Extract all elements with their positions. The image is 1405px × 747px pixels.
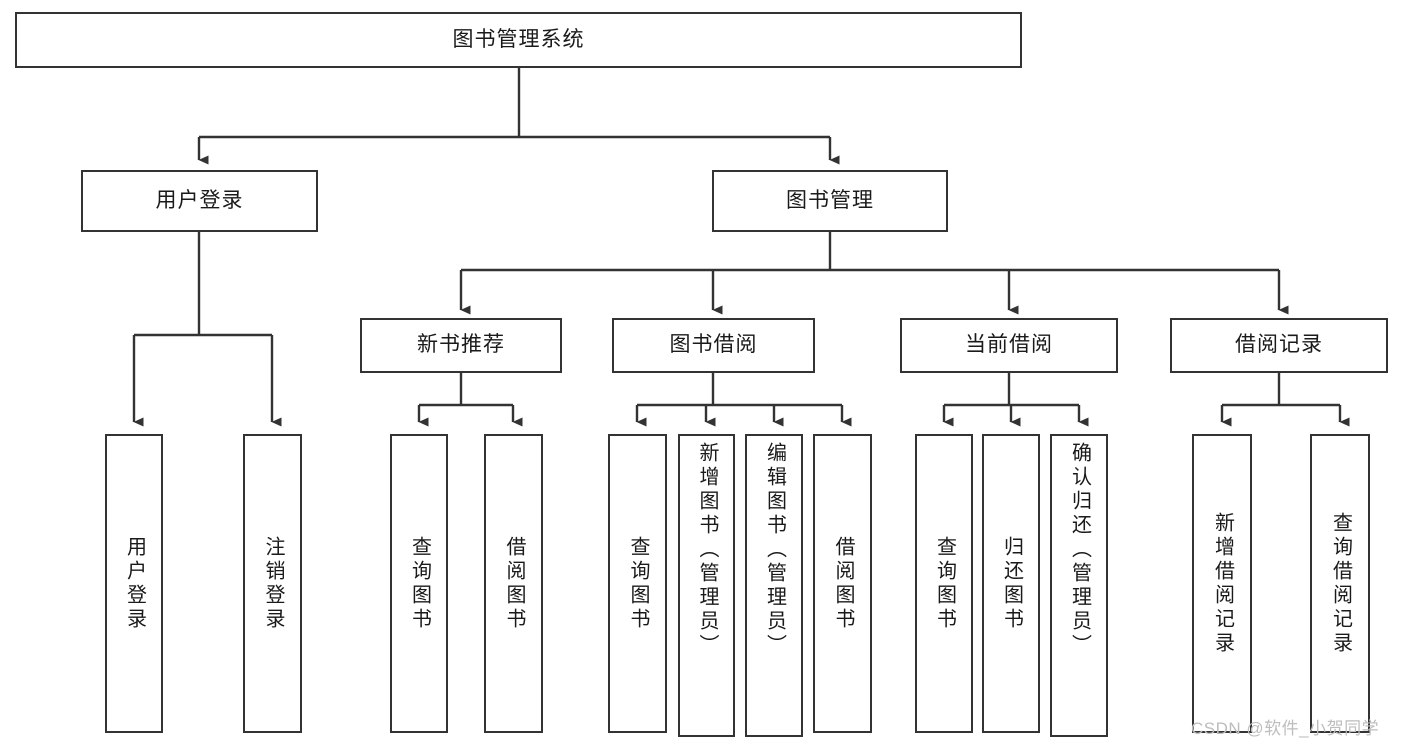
leaf-borrow-borrow-book[interactable]: 借阅图书 <box>813 434 872 733</box>
node-label: 借阅图书 <box>503 535 525 632</box>
leaf-record-query-record[interactable]: 查询借阅记录 <box>1310 434 1370 733</box>
node-label: 当前借阅 <box>965 333 1053 357</box>
leaf-recommend-query-book[interactable]: 查询图书 <box>390 434 448 733</box>
node-book-borrow[interactable]: 图书借阅 <box>612 318 815 373</box>
leaf-current-query-book[interactable]: 查询图书 <box>915 434 973 733</box>
leaf-current-return-book[interactable]: 归还图书 <box>982 434 1040 733</box>
node-label: 归还图书 <box>1000 535 1023 632</box>
node-label: 图书管理 <box>786 188 874 212</box>
leaf-user-login-login[interactable]: 用户登录 <box>105 434 163 733</box>
node-root-system[interactable]: 图书管理系统 <box>15 12 1022 68</box>
node-book-management[interactable]: 图书管理 <box>712 170 948 232</box>
leaf-borrow-edit-book-admin[interactable]: 编辑图书（管理员） <box>745 434 803 737</box>
node-label: 新增借阅记录 <box>1211 511 1234 656</box>
node-label: 用户登录 <box>123 535 146 632</box>
node-label: 查询图书 <box>408 535 431 632</box>
leaf-user-login-logout[interactable]: 注销登录 <box>243 434 302 733</box>
leaf-recommend-borrow-book[interactable]: 借阅图书 <box>484 434 543 733</box>
node-current-borrow[interactable]: 当前借阅 <box>900 318 1118 373</box>
leaf-current-confirm-return-admin[interactable]: 确认归还（管理员） <box>1050 434 1108 737</box>
node-user-login[interactable]: 用户登录 <box>81 170 318 232</box>
node-label: 确认归还（管理员） <box>1068 442 1091 658</box>
node-label: 新书推荐 <box>417 333 505 357</box>
node-label: 注销登录 <box>262 535 284 632</box>
node-label: 借阅记录 <box>1235 333 1323 357</box>
node-new-book-recommend[interactable]: 新书推荐 <box>360 318 562 373</box>
node-label: 用户登录 <box>155 188 244 212</box>
node-label: 新增图书（管理员） <box>696 442 718 658</box>
node-label: 图书借阅 <box>669 333 758 357</box>
node-label: 编辑图书（管理员） <box>763 442 786 658</box>
node-label: 查询图书 <box>933 535 956 632</box>
node-label: 图书管理系统 <box>452 27 585 51</box>
node-label: 借阅图书 <box>832 535 854 632</box>
node-label: 查询图书 <box>627 535 649 632</box>
leaf-borrow-add-book-admin[interactable]: 新增图书（管理员） <box>678 434 735 737</box>
node-borrow-record[interactable]: 借阅记录 <box>1170 318 1388 373</box>
leaf-record-add-record[interactable]: 新增借阅记录 <box>1192 434 1252 733</box>
csdn-watermark: CSDN @软件_小贺同学 <box>1191 719 1380 738</box>
node-label: 查询借阅记录 <box>1329 511 1352 656</box>
leaf-borrow-query-book[interactable]: 查询图书 <box>608 434 667 733</box>
